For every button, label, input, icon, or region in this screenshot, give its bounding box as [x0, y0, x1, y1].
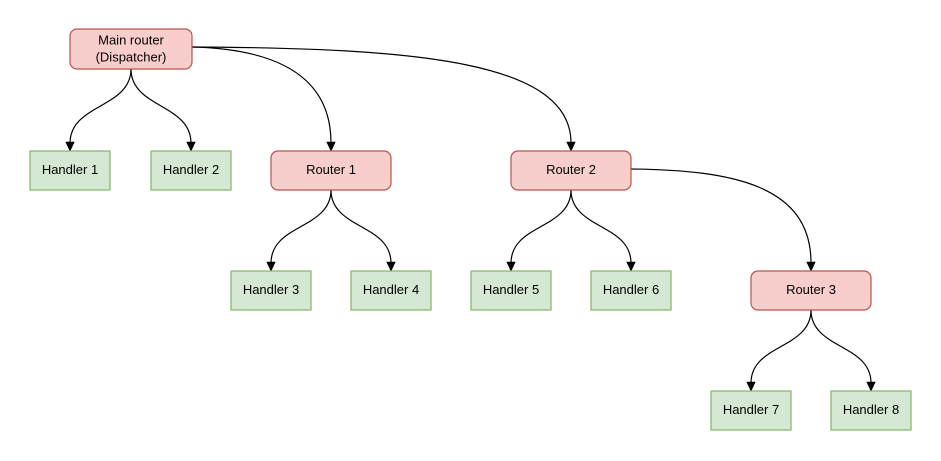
- node-handler-7-label: Handler 7: [723, 402, 779, 417]
- arrow-router-3-icon: [806, 261, 816, 272]
- nodes-layer: Main router (Dispatcher) Handler 1 Handler …: [29, 28, 912, 431]
- node-router-1-shape[interactable]: [270, 150, 392, 191]
- node-handler-8[interactable]: Handler 8: [830, 390, 912, 431]
- node-handler-6-label: Handler 6: [603, 282, 659, 297]
- node-handler-4-label: Handler 4: [363, 282, 419, 297]
- node-router-1-label: Router 1: [306, 162, 356, 177]
- node-router-2-label: Router 2: [546, 162, 596, 177]
- node-handler-5-label: Handler 5: [483, 282, 539, 297]
- node-handler-2[interactable]: Handler 2: [150, 150, 232, 191]
- edge-router-1-to-handler-3: [270, 189, 332, 264]
- node-handler-3-label: Handler 3: [243, 282, 299, 297]
- arrow-handler-5-icon: [506, 261, 516, 272]
- node-handler-4[interactable]: Handler 4: [350, 270, 432, 311]
- arrow-router-2-icon: [566, 141, 576, 152]
- node-handler-8-label: Handler 8: [843, 402, 899, 417]
- node-handler-5[interactable]: Handler 5: [470, 270, 552, 311]
- node-handler-3[interactable]: Handler 3: [230, 270, 312, 311]
- arrow-handler-7-icon: [746, 381, 756, 392]
- edge-router-3-to-handler-8: [810, 309, 872, 384]
- node-router-3-label: Router 3: [786, 282, 836, 297]
- arrow-handler-4-icon: [386, 261, 396, 272]
- node-handler-1-label: Handler 1: [42, 162, 98, 177]
- node-main-router-label: Main router: [98, 32, 164, 47]
- node-router-3-shape[interactable]: [750, 270, 872, 311]
- node-handler-6[interactable]: Handler 6: [590, 270, 672, 311]
- arrow-handler-1-icon: [65, 141, 75, 152]
- node-handler-1-shape[interactable]: [29, 150, 111, 191]
- node-handler-8-shape[interactable]: [830, 390, 912, 431]
- node-handler-1[interactable]: Handler 1: [29, 150, 111, 191]
- edges-layer: [69, 46, 872, 384]
- node-handler-2-shape[interactable]: [150, 150, 232, 191]
- arrow-handler-2-icon: [186, 141, 196, 152]
- node-router-3[interactable]: Router 3: [750, 270, 872, 311]
- node-router-2-shape[interactable]: [510, 150, 632, 191]
- node-main-router-sublabel: (Dispatcher): [96, 49, 167, 64]
- edge-router-2-to-handler-5: [510, 189, 572, 264]
- node-handler-3-shape[interactable]: [230, 270, 312, 311]
- edge-main-to-router-2: [191, 46, 572, 144]
- arrow-handler-8-icon: [866, 381, 876, 392]
- node-main-router-shape[interactable]: [69, 28, 193, 70]
- arrow-router-1-icon: [326, 141, 336, 152]
- edge-main-to-handler-1: [69, 68, 132, 144]
- node-router-1[interactable]: Router 1: [270, 150, 392, 191]
- node-handler-7[interactable]: Handler 7: [710, 390, 792, 431]
- edge-router-2-to-router-3: [630, 168, 812, 264]
- arrow-handler-6-icon: [626, 261, 636, 272]
- edge-router-2-to-handler-6: [570, 189, 632, 264]
- edge-router-1-to-handler-4: [330, 189, 392, 264]
- node-router-2[interactable]: Router 2: [510, 150, 632, 191]
- node-handler-6-shape[interactable]: [590, 270, 672, 311]
- node-handler-4-shape[interactable]: [350, 270, 432, 311]
- edge-main-to-handler-2: [130, 68, 192, 144]
- node-handler-7-shape[interactable]: [710, 390, 792, 431]
- node-handler-5-shape[interactable]: [470, 270, 552, 311]
- edge-main-to-router-1: [191, 46, 332, 144]
- node-handler-2-label: Handler 2: [163, 162, 219, 177]
- arrowheads-layer: [65, 141, 876, 392]
- edge-router-3-to-handler-7: [750, 309, 812, 384]
- arrow-handler-3-icon: [266, 261, 276, 272]
- node-main-router[interactable]: Main router (Dispatcher): [69, 28, 193, 70]
